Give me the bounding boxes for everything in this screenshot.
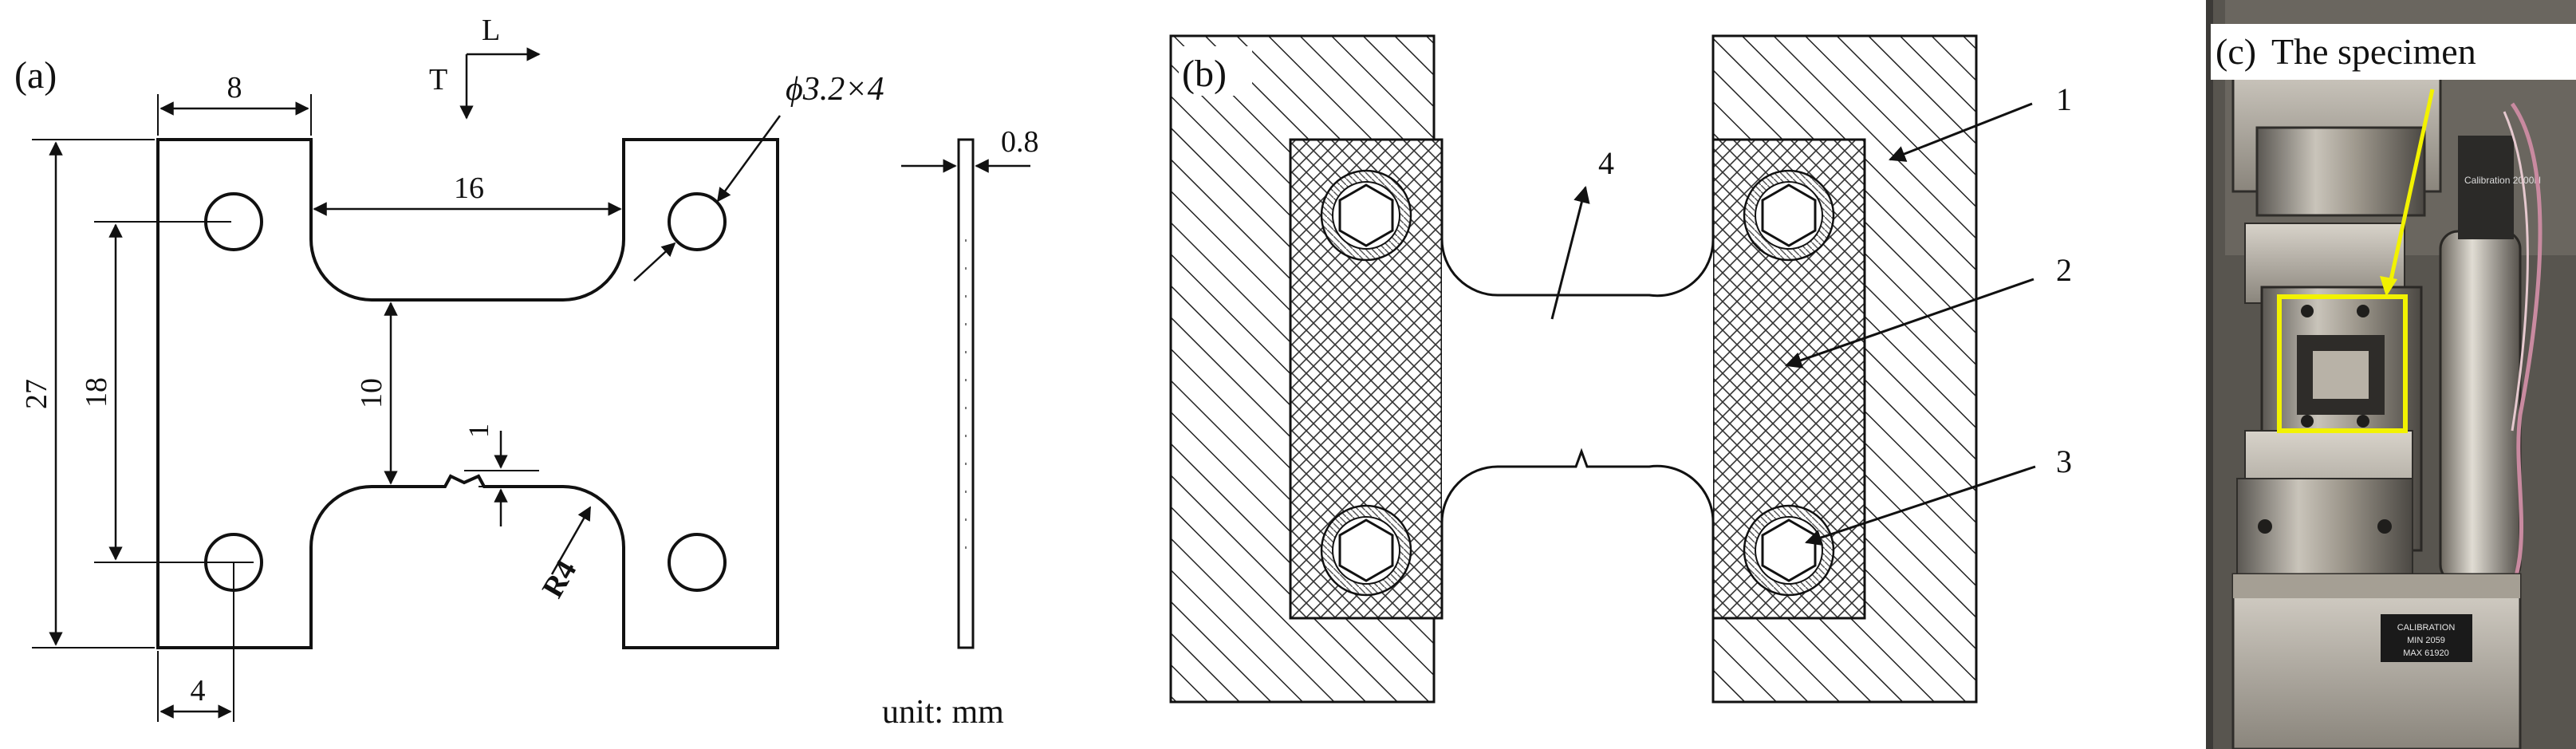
panel-a: (a) 8 16 L T ϕ3.2× [14, 14, 1039, 731]
bolt-bottom-right [1743, 504, 1835, 597]
svg-text:18: 18 [80, 377, 113, 408]
callout-3: 3 [2056, 443, 2072, 479]
svg-text:27: 27 [20, 379, 53, 409]
dim-top-tab-width: 8 [157, 71, 312, 136]
dim-slot-width: 16 [313, 171, 622, 216]
dim-hole-spacing: 18 [80, 221, 254, 563]
svg-text:MIN 2059: MIN 2059 [2407, 636, 2445, 645]
hole-top-right [668, 192, 727, 251]
panel-c-photo: Calibration 2000N CALIBRATION MIN 2059 M… [2206, 0, 2576, 749]
svg-text:0.8: 0.8 [1001, 125, 1039, 159]
svg-text:4: 4 [191, 674, 206, 708]
orientation-axes: L T [429, 14, 541, 120]
callout-4: 4 [1598, 145, 1614, 181]
specimen-pointer-line [2387, 89, 2435, 288]
svg-text:1: 1 [463, 424, 494, 438]
panel-b-label: (b) [1182, 53, 1227, 95]
svg-text:R4: R4 [536, 554, 584, 603]
bolt-top-left [1320, 169, 1412, 262]
panel-b: (b) 1 2 3 4 [1169, 34, 2072, 704]
dim-neck-width: 10 [355, 302, 398, 485]
load-cell-cylinder [2439, 230, 2522, 584]
panel-a-label: (a) [14, 54, 57, 97]
axis-l-label: L [482, 14, 500, 47]
calibration-plate [2381, 614, 2472, 662]
panel-c-label: (c) [2216, 31, 2256, 72]
panel-c-title: The specimen [2271, 31, 2476, 72]
sensor-label: Calibration 2000N [2464, 175, 2541, 186]
dim-overall-height: 27 [20, 139, 155, 648]
fixture-base [2231, 573, 2522, 749]
dim-notch-depth: 1 [463, 424, 539, 526]
svg-text:MAX 61920: MAX 61920 [2403, 648, 2448, 658]
dim-hole-offset: 4 [157, 562, 234, 722]
bolt-top-right [1743, 169, 1835, 262]
svg-text:8: 8 [227, 71, 242, 104]
specimen-highlight-box [2277, 294, 2408, 433]
svg-text:ϕ3.2×4: ϕ3.2×4 [786, 71, 884, 108]
specimen-neck [1442, 239, 1714, 522]
svg-text:CALIBRATION: CALIBRATION [2397, 623, 2456, 633]
dim-radius: R4 [536, 506, 592, 604]
callout-2: 2 [2056, 252, 2072, 288]
callout-1: 1 [2056, 81, 2072, 117]
unit-text: unit: mm [882, 694, 1004, 731]
svg-text:16: 16 [454, 171, 484, 205]
bolt-bottom-left [1320, 504, 1412, 597]
hole-bottom-right [668, 533, 727, 592]
svg-text:10: 10 [355, 378, 388, 408]
dim-hole-spec: ϕ3.2×4 [633, 71, 884, 282]
specimen-outline [156, 138, 779, 649]
axis-t-label: T [429, 63, 447, 97]
specimen-side-view: 0.8 [901, 125, 1039, 649]
